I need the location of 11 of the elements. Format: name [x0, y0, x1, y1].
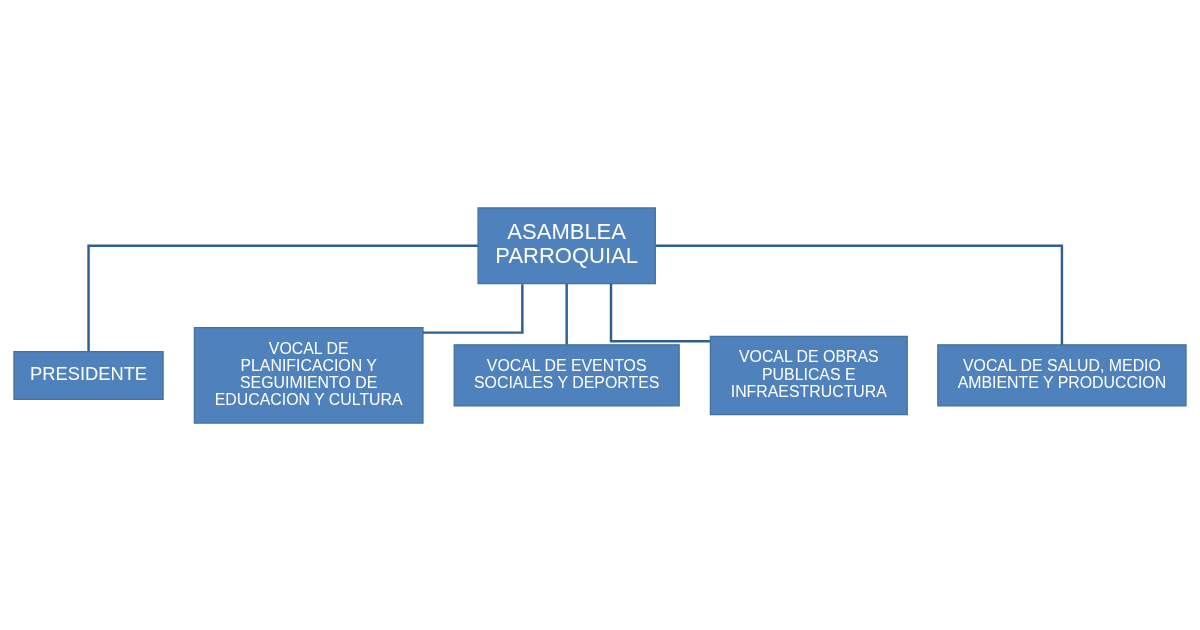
node-box: VOCAL DE SALUD, MEDIO AMBIENTE Y PRODUCCION — [937, 343, 1187, 407]
connector — [655, 244, 1064, 345]
node-box: VOCAL DE PLANIFICACION Y SEGUIMIENTO DE EDUCACION Y CULTURA — [193, 326, 424, 424]
node-box: PRESIDENTE — [13, 350, 164, 400]
connector — [609, 283, 710, 342]
node-box: VOCAL DE OBRAS PUBLICAS E INFRAESTRUCTURA — [709, 335, 908, 415]
node-box: VOCAL DE EVENTOS SOCIALES Y DEPORTES — [453, 343, 680, 407]
connector — [423, 283, 524, 334]
connector — [565, 283, 568, 344]
connector — [87, 244, 478, 351]
node-box: ASAMBLEA PARROQUIAL — [477, 206, 656, 284]
